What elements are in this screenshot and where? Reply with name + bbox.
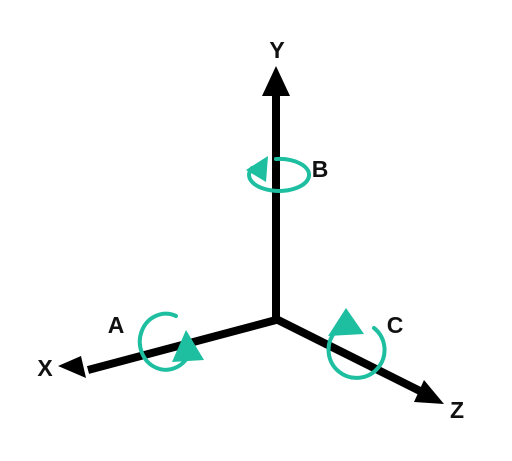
y-axis [262,66,290,322]
z-axis-arrowhead [414,380,444,404]
rotation-a [137,311,204,372]
rotation-a-arrowhead-icon [172,330,204,362]
rotation-c-label: C [387,312,404,338]
z-axis [272,314,444,404]
rotation-a-label: A [108,312,125,338]
y-axis-label: Y [269,37,284,63]
rotation-c-arrowhead-icon [328,308,364,336]
rotation-b-arc [247,156,312,193]
x-axis-arrowhead [58,356,86,378]
rotation-c [326,308,387,380]
z-axis-line [272,314,424,396]
rotation-b-arrowhead-icon [246,156,268,182]
rotation-c-arc [326,326,387,380]
rotation-b [246,156,312,193]
rotation-a-arc [137,311,192,372]
y-axis-arrowhead [262,66,290,96]
rotation-b-label: B [312,156,329,182]
x-axis-label: X [37,355,53,381]
z-axis-label: Z [450,397,464,423]
